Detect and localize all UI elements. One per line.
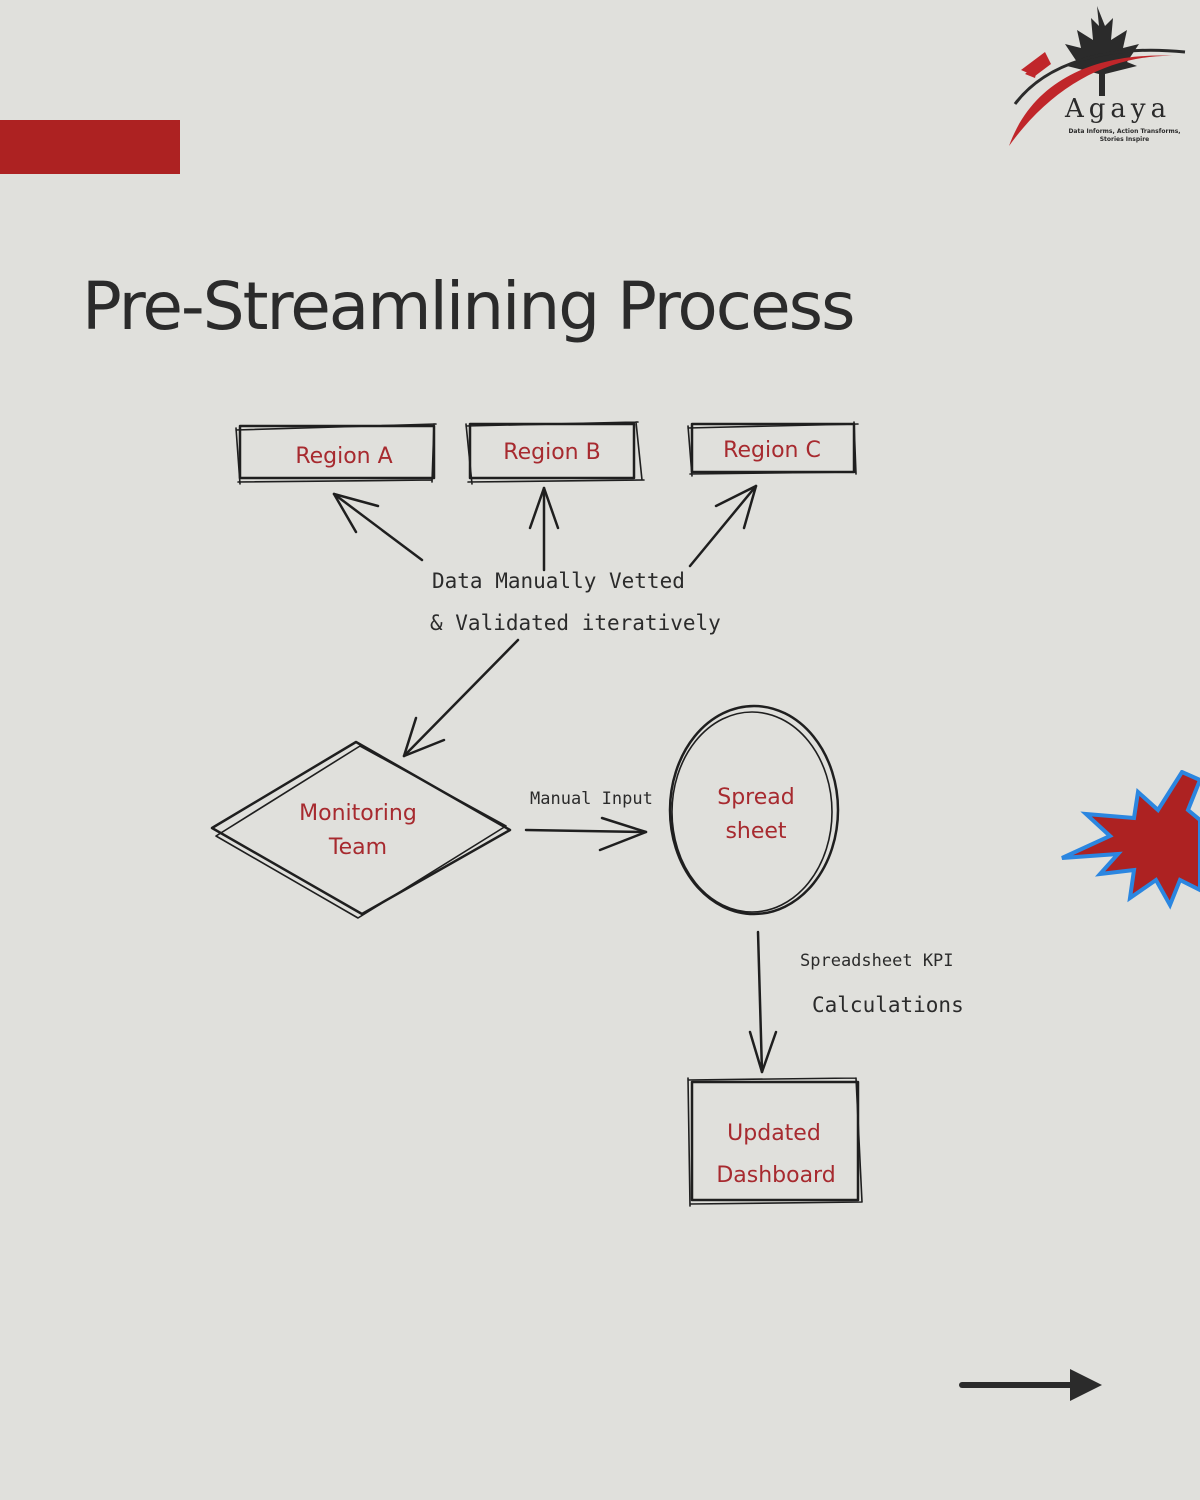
agaya-logo: Agaya Data Informs, Action Transforms, S… [1005,4,1197,154]
dashboard-label-line-2: Dashboard [716,1163,835,1188]
dashboard-label-line-1: Updated [727,1121,821,1146]
arrow-to-monitoring-team [402,638,520,758]
kpi-label-line-2: Calculations [812,993,964,1017]
arrow-right-icon[interactable] [958,1365,1108,1405]
vetted-label-line-2: & Validated iteratively [430,611,721,635]
spreadsheet-label-line-1: Spread [717,785,794,810]
spreadsheet-label-line-2: sheet [725,819,786,844]
starburst-icon [1061,770,1200,910]
maple-leaf-logo-icon [1009,6,1186,146]
manual-input-label: Manual Input [530,789,653,809]
arrow-to-dashboard [748,930,778,1074]
region-a-node: Region A [235,423,437,485]
region-c-label: Region C [723,438,821,463]
logo-tagline: Data Informs, Action Transforms, Stories… [1057,128,1192,144]
red-accent-bar [0,120,180,174]
monitoring-team-label-line-2: Team [328,835,387,860]
region-c-node: Region C [687,421,859,477]
page-title: Pre-Streamlining Process [82,268,855,345]
region-a-label: Region A [295,444,392,469]
kpi-label-line-1: Spreadsheet KPI [800,951,954,971]
arrow-to-region-c [688,484,758,568]
arrow-to-spreadsheet [524,816,648,852]
region-b-label: Region B [503,440,600,465]
vetted-label-line-1: Data Manually Vetted [432,569,685,593]
spreadsheet-node: Spread sheet [668,704,840,916]
region-b-node: Region B [465,421,645,485]
logo-tagline-line-1: Data Informs, Action Transforms, [1068,128,1181,135]
arrow-to-region-a [332,492,424,562]
logo-tagline-line-2: Stories Inspire [1099,136,1150,143]
monitoring-team-label-line-1: Monitoring [299,801,417,826]
arrow-to-region-b [528,486,560,572]
updated-dashboard-node: Updated Dashboard [687,1077,863,1207]
monitoring-team-node: Monitoring Team [210,740,512,919]
logo-wordmark: Agaya [1065,94,1172,124]
